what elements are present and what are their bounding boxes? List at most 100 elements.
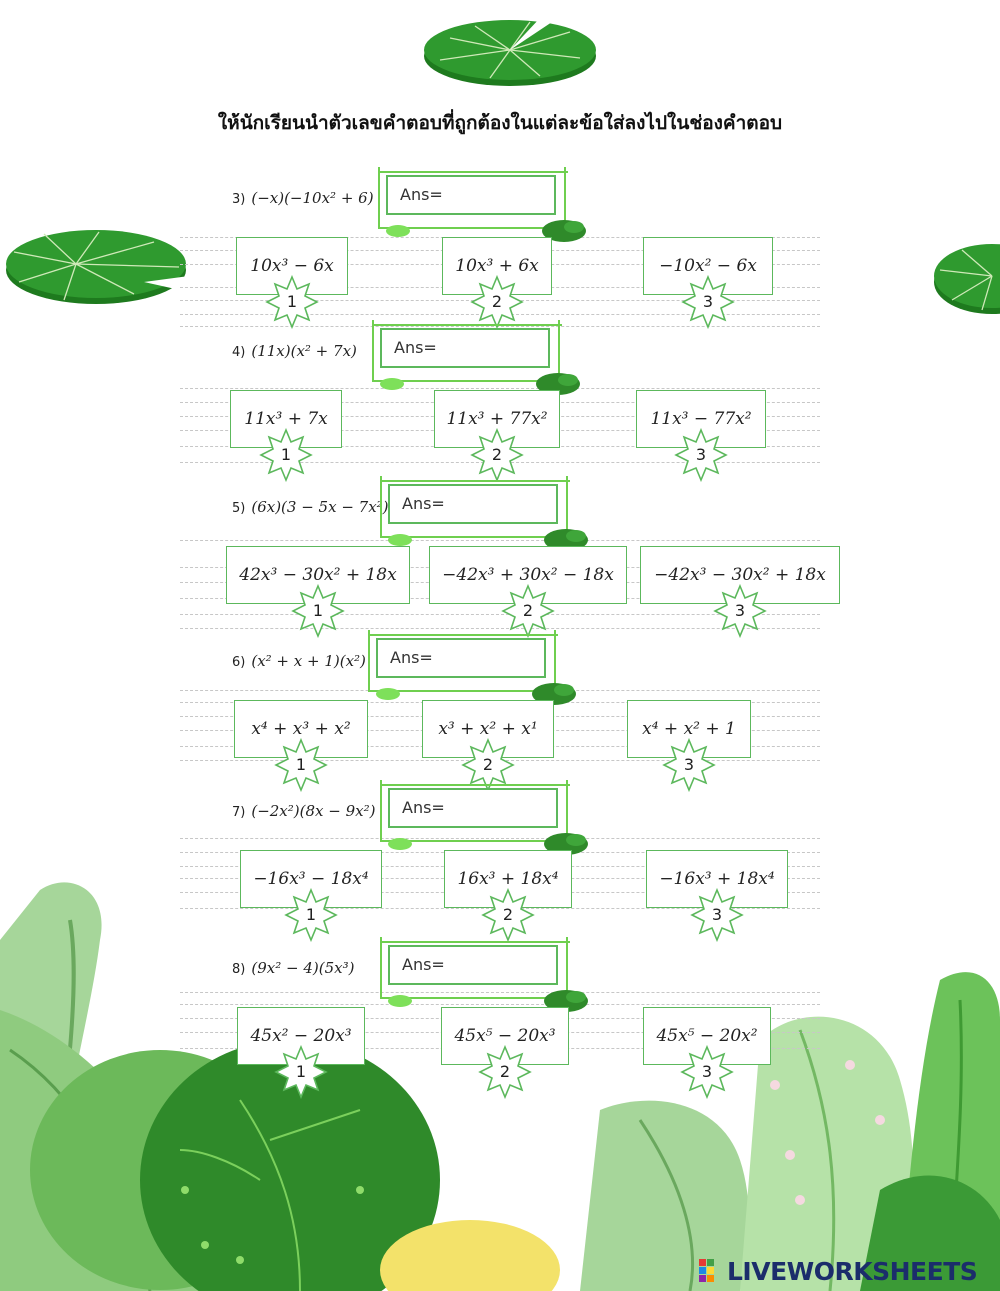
choice-2-box: −42x³ + 30x² − 18x xyxy=(429,546,627,604)
star-badge-icon xyxy=(681,274,735,330)
answer-box: Ans= xyxy=(388,945,558,985)
choice-3-star-badge: 3 xyxy=(713,583,767,639)
frame-bar xyxy=(372,324,562,326)
answer-frame: Ans= xyxy=(372,320,580,395)
choice-2-star-badge: 2 xyxy=(470,274,524,330)
frame-bar xyxy=(566,937,568,999)
choice-expression: −16x³ + 18x⁴ xyxy=(659,869,775,889)
choice-number: 2 xyxy=(491,292,503,311)
frame-bar xyxy=(368,634,558,636)
choice-1-star-badge: 1 xyxy=(259,427,313,483)
choice-3-star-badge: 3 xyxy=(681,274,735,330)
frame-bar xyxy=(566,476,568,538)
choice-expression: 45x² − 20x³ xyxy=(250,1026,352,1046)
lily-pad-right-icon xyxy=(934,244,1000,314)
frame-bar xyxy=(368,630,370,692)
star-badge-icon xyxy=(713,583,767,639)
choice-number: 1 xyxy=(295,1062,307,1081)
choice-3-box: x⁴ + x² + 1 xyxy=(627,700,751,758)
choice-expression: 11x³ + 77x² xyxy=(446,409,548,429)
choice-1-star-badge: 1 xyxy=(274,737,328,793)
choice-1-star-badge: 1 xyxy=(265,274,319,330)
choice-1-star-badge: 1 xyxy=(291,583,345,639)
frame-bar xyxy=(380,784,570,786)
question-expression: 6)(x² + x + 1)(x²) xyxy=(232,652,366,670)
watermark-text: LIVEWORKSHEETS xyxy=(727,1256,978,1286)
liveworksheets-logo-icon xyxy=(699,1259,714,1282)
question-number: 5) xyxy=(232,501,246,516)
expression-text: (−2x²)(8x − 9x²) xyxy=(251,802,376,820)
expression-text: (11x)(x² + 7x) xyxy=(251,342,357,360)
choice-expression: 10x³ − 6x xyxy=(250,256,334,276)
question-5: 5)(6x)(3 − 5x − 7x²)Ans=42x³ − 30x² + 18… xyxy=(0,474,1000,639)
answer-frame: Ans= xyxy=(378,167,586,242)
ruled-line xyxy=(180,838,820,839)
star-badge-icon xyxy=(274,1044,328,1100)
choice-number: 3 xyxy=(683,755,695,774)
ruled-line xyxy=(180,540,820,541)
answer-label: Ans= xyxy=(402,798,445,817)
choice-2-star-badge: 2 xyxy=(481,887,535,943)
choice-number: 2 xyxy=(499,1062,511,1081)
frame-bar xyxy=(380,937,382,999)
question-expression: 4) (11x)(x² + 7x) xyxy=(232,342,357,360)
frame-bar xyxy=(558,320,560,382)
choice-number: 1 xyxy=(295,755,307,774)
ruled-line xyxy=(180,388,820,389)
star-badge-icon xyxy=(481,887,535,943)
choice-expression: 16x³ + 18x⁴ xyxy=(457,869,559,889)
choice-expression: x³ + x² + x¹ xyxy=(438,719,538,739)
choice-expression: −16x³ − 18x⁴ xyxy=(253,869,369,889)
question-number: 3) xyxy=(232,192,246,207)
choice-2-star-badge: 2 xyxy=(478,1044,532,1100)
choice-number: 1 xyxy=(286,292,298,311)
expression-text: (−x)(−10x² + 6) xyxy=(251,189,374,207)
question-number: 7) xyxy=(232,805,246,820)
choice-1-box: −16x³ − 18x⁴ xyxy=(240,850,382,908)
answer-frame: Ans= xyxy=(368,630,576,705)
choice-1-box: 11x³ + 7x xyxy=(230,390,342,448)
frame-bar xyxy=(368,690,558,692)
star-badge-icon xyxy=(680,1044,734,1100)
lily-pad-left-icon xyxy=(6,230,189,304)
frame-bar xyxy=(566,780,568,842)
choice-expression: 45x⁵ − 20x² xyxy=(656,1026,758,1046)
answer-label: Ans= xyxy=(402,955,445,974)
choice-expression: 11x³ + 7x xyxy=(244,409,328,429)
foliage-decoration-icon xyxy=(0,882,1000,1291)
choice-number: 1 xyxy=(280,445,292,464)
frame-bar xyxy=(554,630,556,692)
frame-bar xyxy=(380,997,570,999)
question-4: 4) (11x)(x² + 7x) Ans= 11x³ + 7x 1 11x³ + 77x… xyxy=(0,318,1000,483)
instruction-text: ให้นักเรียนนำตัวเลขคำตอบที่ถูกต้องในแต่ล… xyxy=(217,112,783,134)
answer-input[interactable] xyxy=(442,334,546,362)
watermark: LIVEWORKSHEETS xyxy=(698,1256,978,1286)
answer-box: Ans= xyxy=(388,788,558,828)
question-expression: 3) (−x)(−10x² + 6) xyxy=(232,189,374,207)
ruled-line xyxy=(180,992,820,993)
answer-input[interactable] xyxy=(450,794,554,822)
frame-bar xyxy=(380,780,382,842)
answer-label: Ans= xyxy=(390,648,433,667)
choice-number: 3 xyxy=(711,905,723,924)
expression-text: (x² + x + 1)(x²) xyxy=(251,652,366,670)
choice-1-star-badge: 1 xyxy=(284,887,338,943)
choice-expression: x⁴ + x² + 1 xyxy=(642,719,736,739)
choice-3-star-badge: 3 xyxy=(662,737,716,793)
answer-box: Ans= xyxy=(386,175,556,215)
star-badge-icon xyxy=(265,274,319,330)
answer-input[interactable] xyxy=(450,490,554,518)
answer-input[interactable] xyxy=(438,644,542,672)
star-badge-icon xyxy=(470,274,524,330)
lily-pad-top-icon xyxy=(424,18,596,86)
answer-input[interactable] xyxy=(448,181,552,209)
frame-bar xyxy=(380,480,570,482)
answer-input[interactable] xyxy=(450,951,554,979)
answer-frame: Ans= xyxy=(380,780,588,855)
expression-text: (6x)(3 − 5x − 7x²) xyxy=(251,498,389,516)
answer-frame: Ans= xyxy=(380,476,588,551)
frame-pad-icon xyxy=(380,373,580,395)
question-number: 4) xyxy=(232,345,246,360)
